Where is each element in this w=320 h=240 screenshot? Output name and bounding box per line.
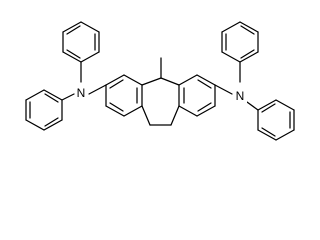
fluorene-right-ring xyxy=(178,74,216,117)
molecule-structure-diagram: N N xyxy=(25,21,295,141)
n-left-bond-to-core xyxy=(88,84,107,95)
n-right-bond-to-core xyxy=(214,84,233,95)
n-right-atom-label: N xyxy=(236,89,245,103)
fluorene-five-ring xyxy=(141,77,180,126)
left-diphenylamino-group: N xyxy=(25,21,107,131)
right-diphenylamino-group: N xyxy=(214,21,295,141)
left-lower-phenyl-ring xyxy=(25,89,63,131)
fluorene-core xyxy=(105,57,216,126)
left-upper-phenyl-ring xyxy=(62,21,100,63)
right-lower-phenyl-ring xyxy=(257,99,295,141)
n-left-atom-label: N xyxy=(77,86,86,100)
right-upper-phenyl-ring xyxy=(221,21,259,63)
fluorene-left-ring xyxy=(105,74,143,117)
